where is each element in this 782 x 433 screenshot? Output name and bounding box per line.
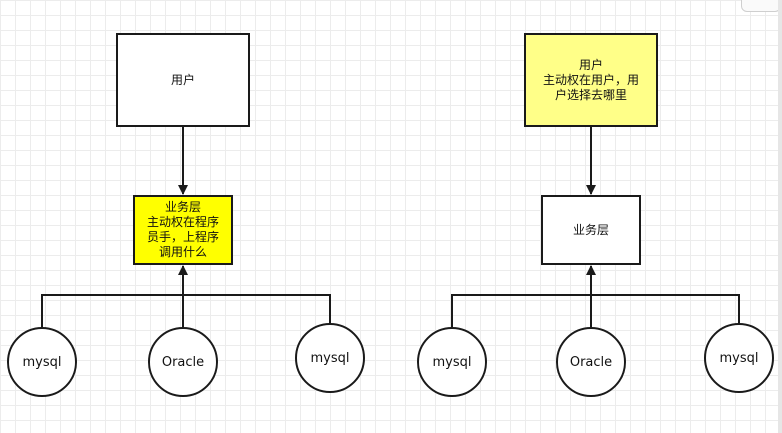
- left-mysql-node-2[interactable]: mysql: [295, 323, 365, 393]
- left-oracle-node[interactable]: Oracle: [148, 327, 218, 397]
- right-user-box[interactable]: 用户 主动权在用户，用 户选择去哪里: [524, 33, 658, 127]
- vertical-scrollbar[interactable]: [778, 0, 782, 433]
- right-mysql-node-1[interactable]: mysql: [417, 327, 487, 397]
- right-oracle-node[interactable]: Oracle: [556, 327, 626, 397]
- left-mysql-node-1[interactable]: mysql: [7, 327, 77, 397]
- right-mysql-node-2[interactable]: mysql: [704, 323, 774, 393]
- right-db-bus-line: [451, 294, 740, 328]
- left-user-box[interactable]: 用户: [116, 33, 250, 127]
- left-business-layer-box[interactable]: 业务层 主动权在程序 员手，上程序 调用什么: [133, 195, 233, 265]
- left-db-bus-line: [41, 294, 331, 328]
- right-business-layer-box[interactable]: 业务层: [541, 195, 641, 265]
